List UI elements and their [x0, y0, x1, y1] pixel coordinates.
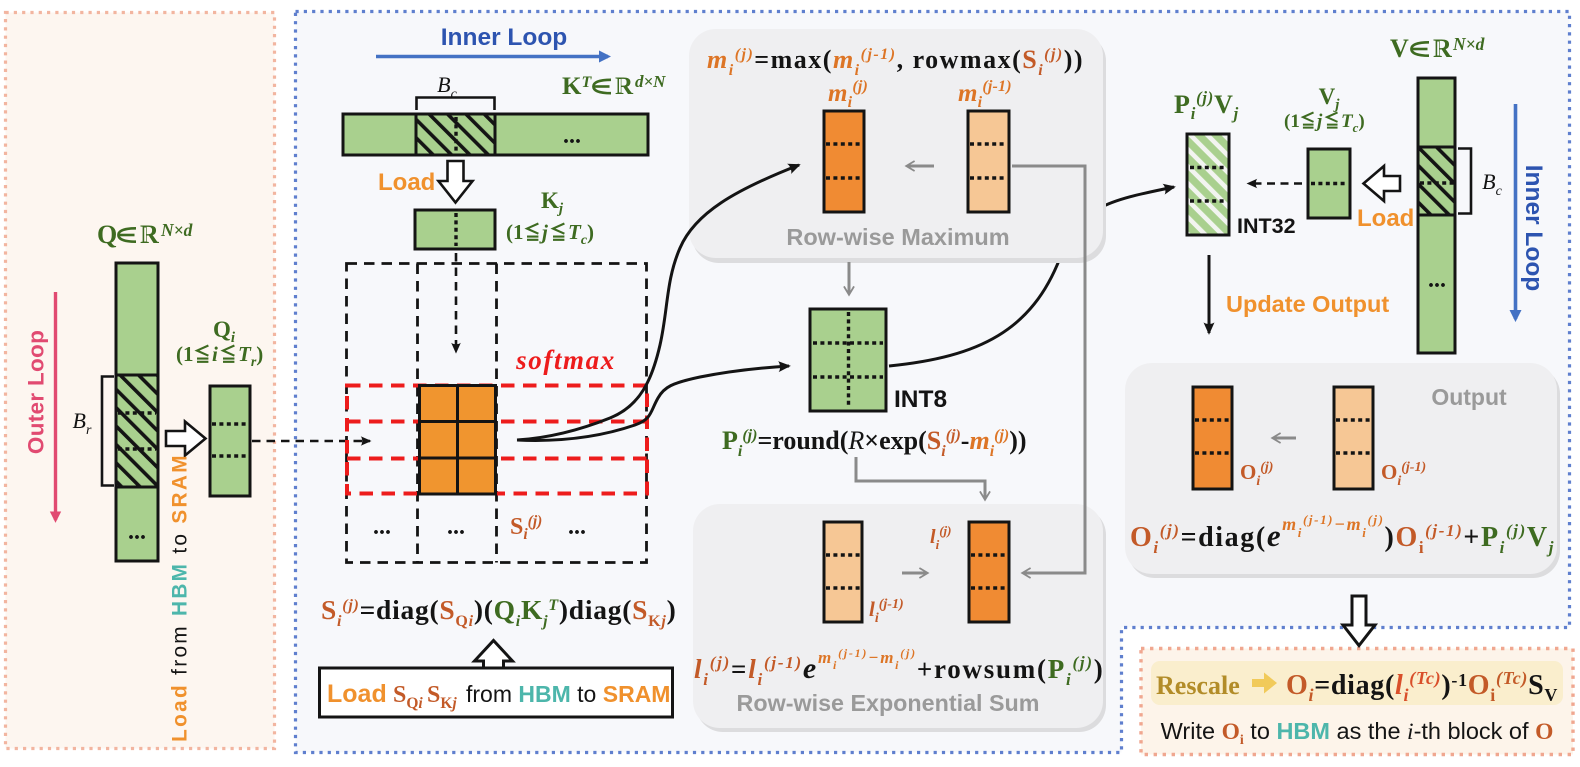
svg-text:i: i: [212, 342, 218, 366]
svg-text:...: ...: [447, 514, 465, 540]
svg-text:R: R: [1433, 34, 1452, 63]
svg-text:Tc): Tc): [1341, 111, 1365, 135]
svg-text:(1: (1: [1284, 111, 1300, 132]
svg-text:d×N: d×N: [635, 72, 666, 91]
svg-text:Load: Load: [327, 680, 387, 708]
svg-text:N×d: N×d: [1452, 34, 1485, 54]
svg-text:from HBM to SRAM: from HBM to SRAM: [466, 681, 670, 707]
svg-text:...: ...: [563, 123, 581, 149]
svg-text:N×d: N×d: [160, 220, 193, 240]
svg-text:V: V: [1390, 34, 1409, 63]
svg-text:Row-wise Exponential Sum: Row-wise Exponential Sum: [737, 690, 1040, 716]
svg-text:j: j: [539, 220, 548, 244]
svg-text:Load: Load: [378, 169, 435, 196]
svg-text:Update Output: Update Output: [1226, 291, 1389, 317]
svg-text:Load from HBM to SRAM: Load from HBM to SRAM: [169, 453, 192, 742]
svg-text:...: ...: [568, 514, 586, 540]
svg-text:...: ...: [128, 519, 146, 545]
svg-text:Tr): Tr): [238, 342, 263, 370]
svg-text:Pi(j)=round(R×exp(Si(j)-mi(j)): Pi(j)=round(R×exp(Si(j)-mi(j))): [722, 426, 1027, 460]
svg-text:R: R: [615, 73, 634, 100]
svg-text:j: j: [1314, 111, 1323, 132]
svg-text:R: R: [140, 220, 159, 249]
svg-text:Row-wise Maximum: Row-wise Maximum: [786, 224, 1009, 250]
svg-text:Tc): Tc): [568, 220, 594, 248]
svg-text:Load: Load: [1357, 205, 1414, 232]
svg-text:...: ...: [1428, 267, 1446, 293]
svg-text:INT8: INT8: [894, 386, 947, 413]
svg-text:INT32: INT32: [1237, 214, 1296, 238]
svg-text:(1: (1: [506, 220, 524, 244]
svg-text:...: ...: [373, 514, 391, 540]
svg-text:softmax: softmax: [515, 345, 616, 375]
svg-text:Vj: Vj: [1319, 84, 1341, 113]
svg-text:Kj: Kj: [541, 188, 564, 217]
svg-text:(1: (1: [176, 342, 194, 366]
svg-text:Rescale: Rescale: [1156, 671, 1240, 700]
svg-text:Output: Output: [1431, 384, 1507, 410]
svg-text:Write Oi to HBM as the i-th bl: Write Oi to HBM as the i-th block of O: [1161, 718, 1554, 748]
svg-text:Qi: Qi: [213, 317, 236, 346]
svg-text:Outer Loop: Outer Loop: [24, 330, 49, 454]
svg-text:Inner Loop: Inner Loop: [441, 24, 568, 51]
svg-text:Si(j)=diag(SQi)(QiKjT)diag(SKj: Si(j)=diag(SQi)(QiKjT)diag(SKj): [321, 594, 677, 630]
svg-text:Q: Q: [97, 220, 117, 249]
svg-text:Pi(j)Vj: Pi(j)Vj: [1174, 88, 1239, 123]
svg-text:Inner Loop: Inner Loop: [1520, 165, 1547, 292]
